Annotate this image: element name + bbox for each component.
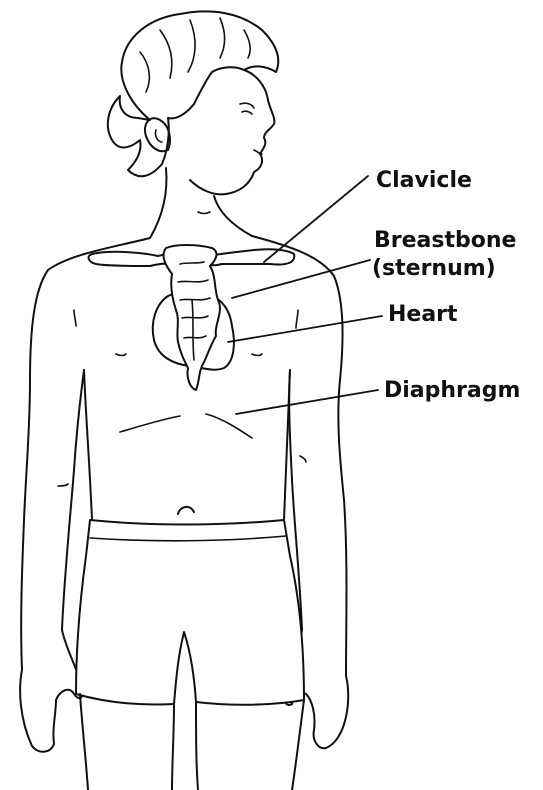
heart-leader bbox=[228, 316, 382, 342]
heart-label: Heart bbox=[388, 302, 458, 328]
diaphragm-leader bbox=[236, 390, 378, 414]
sternum-label: (sternum) bbox=[372, 256, 496, 282]
clavicle-label: Clavicle bbox=[376, 168, 472, 194]
sternum-leader bbox=[232, 260, 370, 298]
diaphragm-label: Diaphragm bbox=[384, 378, 520, 404]
clavicle-leader bbox=[264, 176, 368, 262]
breastbone-label: Breastbone bbox=[374, 228, 516, 254]
